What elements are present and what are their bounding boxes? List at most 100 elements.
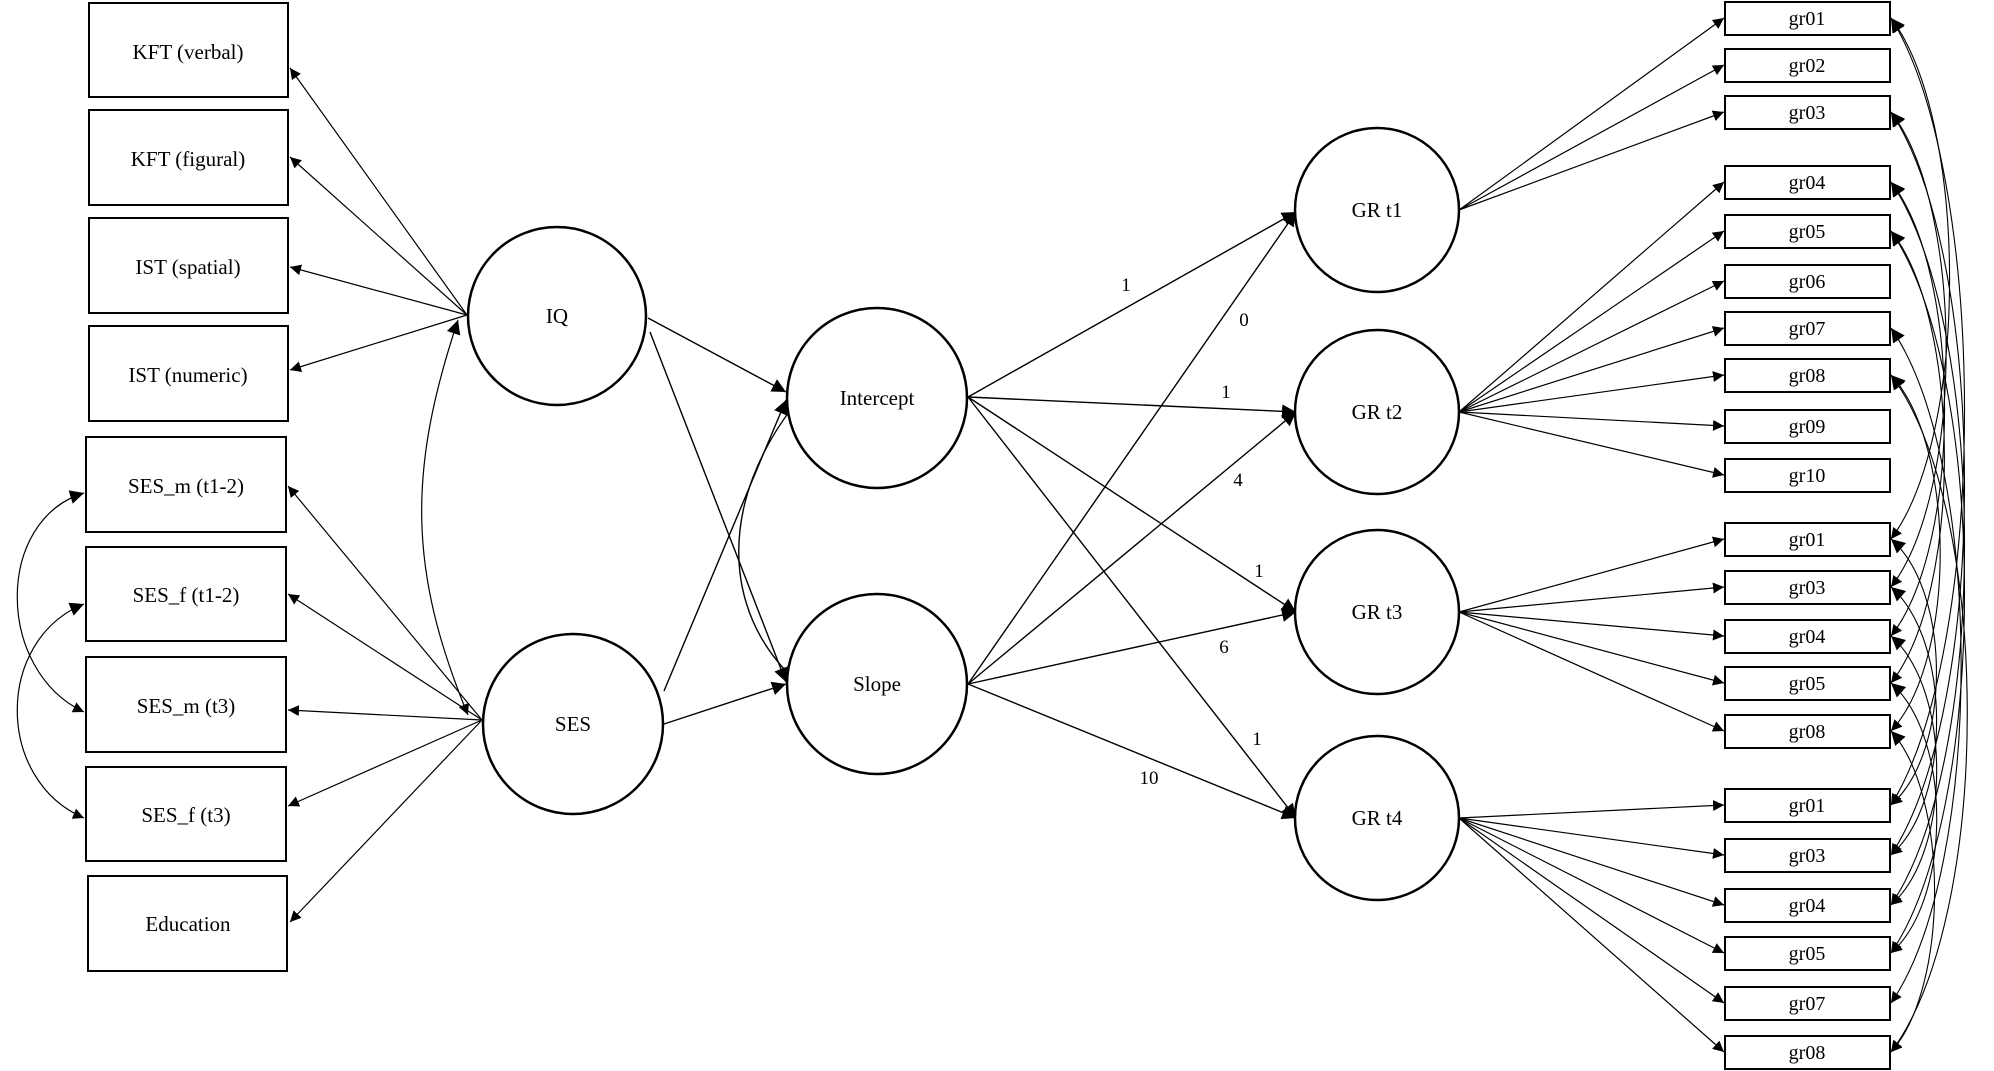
residual-covariance-items: [1890, 730, 1936, 1053]
covariance-iq-ses: [421, 319, 469, 716]
item-indicator-t2-3: gr06: [1724, 264, 1891, 299]
residual-covariance-items: [1890, 111, 1965, 856]
predictor-indicator-ses-m-t3: SES_m (t3): [85, 656, 287, 753]
item-label: gr03: [1789, 845, 1826, 867]
covariance-ses-f: [16, 602, 85, 819]
predictor-indicator-education: Education: [87, 875, 288, 972]
loading-arrow-gr-t4: [1458, 800, 1725, 819]
item-indicator-t4-5: gr07: [1724, 986, 1891, 1021]
loading-arrow-gr-t4: [1458, 817, 1725, 859]
loading-arrow-iq: [289, 156, 468, 316]
loading-slope-t2: 4: [1233, 470, 1243, 491]
item-label: gr10: [1789, 465, 1826, 487]
item-label: gr05: [1789, 943, 1826, 965]
item-indicator-t2-1: gr04: [1724, 165, 1891, 200]
item-label: gr03: [1789, 102, 1826, 124]
gr-t1-label: GR t1: [1352, 198, 1403, 222]
item-label: gr08: [1789, 365, 1826, 387]
latent-iq: IQ: [466, 225, 648, 407]
loading-arrow-gr-t4: [1458, 817, 1725, 1053]
loading-arrow-gr-t2: [1458, 280, 1725, 413]
loading-intercept-t4: [967, 396, 1297, 819]
loading-intercept-t1: [967, 211, 1297, 398]
latent-gr-t3: GR t3: [1293, 528, 1461, 696]
residual-covariance-items: [1890, 682, 1938, 954]
loading-arrow-ses: [287, 719, 483, 807]
loading-arrow-gr-t3: [1458, 611, 1725, 641]
residual-covariance-items: [1890, 327, 1962, 1004]
item-indicator-t2-2: gr05: [1724, 214, 1891, 249]
loading-arrow-gr-t4: [1458, 817, 1725, 1004]
item-indicator-t2-5: gr08: [1724, 358, 1891, 393]
item-indicator-t2-6: gr09: [1724, 409, 1891, 444]
loading-arrow-iq: [289, 314, 468, 372]
predictor-indicator-ist-numeric: IST (numeric): [88, 325, 289, 422]
item-label: gr05: [1789, 673, 1826, 695]
gr-t4-label: GR t4: [1352, 806, 1403, 830]
latent-intercept: Intercept: [785, 306, 969, 490]
ses-f-t12-label: SES_f (t1-2): [133, 583, 240, 607]
regression-iq-slope: [649, 331, 788, 683]
loading-slope-t4: [967, 683, 1297, 820]
residual-covariance-items: [1890, 230, 1945, 684]
gr-t2-label: GR t2: [1352, 400, 1403, 424]
residual-covariance-items: [1890, 374, 1968, 1053]
loading-arrow-gr-t2: [1458, 411, 1725, 478]
residual-covariance-items: [1890, 17, 1951, 540]
ses-m-t3-label: SES_m (t3): [137, 694, 236, 718]
loading-slope-t2: [967, 411, 1297, 685]
residual-covariance-items: [1890, 538, 1937, 806]
loading-arrow-gr-t3: [1458, 582, 1725, 613]
ist-spatial-label: IST (spatial): [135, 255, 240, 279]
ist-numeric-label: IST (numeric): [128, 363, 247, 387]
loading-intercept-t2: [967, 396, 1297, 419]
loading-arrow-gr-t1: [1458, 17, 1725, 211]
kft-verbal-label: KFT (verbal): [133, 40, 244, 64]
item-label: gr01: [1789, 529, 1826, 551]
ses-label: SES: [555, 712, 591, 736]
item-label: gr02: [1789, 55, 1826, 77]
latent-gr-t2: GR t2: [1293, 328, 1461, 496]
loading-arrow-gr-t2: [1458, 326, 1725, 413]
loading-arrow-iq: [289, 67, 468, 316]
item-label: gr05: [1789, 221, 1826, 243]
loading-arrow-gr-t1: [1458, 64, 1725, 211]
loading-slope-t3: 6: [1219, 637, 1229, 658]
loading-intercept-t2: 1: [1221, 382, 1231, 403]
item-label: gr03: [1789, 577, 1826, 599]
loading-arrow-gr-t2: [1458, 371, 1725, 413]
iq-label: IQ: [546, 304, 568, 328]
path-arrows: [16, 17, 1968, 1053]
loading-arrow-gr-t3: [1458, 611, 1725, 686]
loading-intercept-t4: 1: [1252, 729, 1262, 750]
latent-gr-t1: GR t1: [1293, 126, 1461, 294]
item-indicator-t4-1: gr01: [1724, 788, 1891, 823]
intercept-label: Intercept: [840, 386, 915, 410]
item-label: gr04: [1789, 172, 1826, 194]
predictor-indicator-ses-f-t12: SES_f (t1-2): [85, 546, 287, 642]
loading-arrow-gr-t3: [1458, 611, 1725, 732]
loading-slope-t4: 10: [1140, 768, 1159, 789]
residual-covariance-items: [1890, 374, 1941, 732]
loading-arrow-gr-t2: [1458, 181, 1725, 413]
item-indicator-t3-1: gr01: [1724, 522, 1891, 557]
item-indicator-t2-7: gr10: [1724, 458, 1891, 493]
item-label: gr07: [1789, 318, 1826, 340]
item-label: gr09: [1789, 416, 1826, 438]
ses-m-t12-label: SES_m (t1-2): [128, 474, 244, 498]
residual-covariance-items: [1890, 230, 1966, 954]
item-label: gr04: [1789, 626, 1826, 648]
loading-arrow-gr-t4: [1458, 817, 1725, 954]
latent-gr-t4: GR t4: [1293, 734, 1461, 902]
item-label: gr01: [1789, 8, 1826, 30]
item-label: gr08: [1789, 721, 1826, 743]
item-indicator-t3-2: gr03: [1724, 570, 1891, 605]
item-indicator-t4-6: gr08: [1724, 1035, 1891, 1070]
item-indicator-t2-4: gr07: [1724, 311, 1891, 346]
loading-intercept-t3: 1: [1254, 561, 1264, 582]
item-indicator-t4-4: gr05: [1724, 936, 1891, 971]
regression-ses-slope: [663, 681, 787, 725]
loading-arrow-ses: [287, 485, 483, 721]
predictor-indicator-ses-m-t12: SES_m (t1-2): [85, 436, 287, 533]
